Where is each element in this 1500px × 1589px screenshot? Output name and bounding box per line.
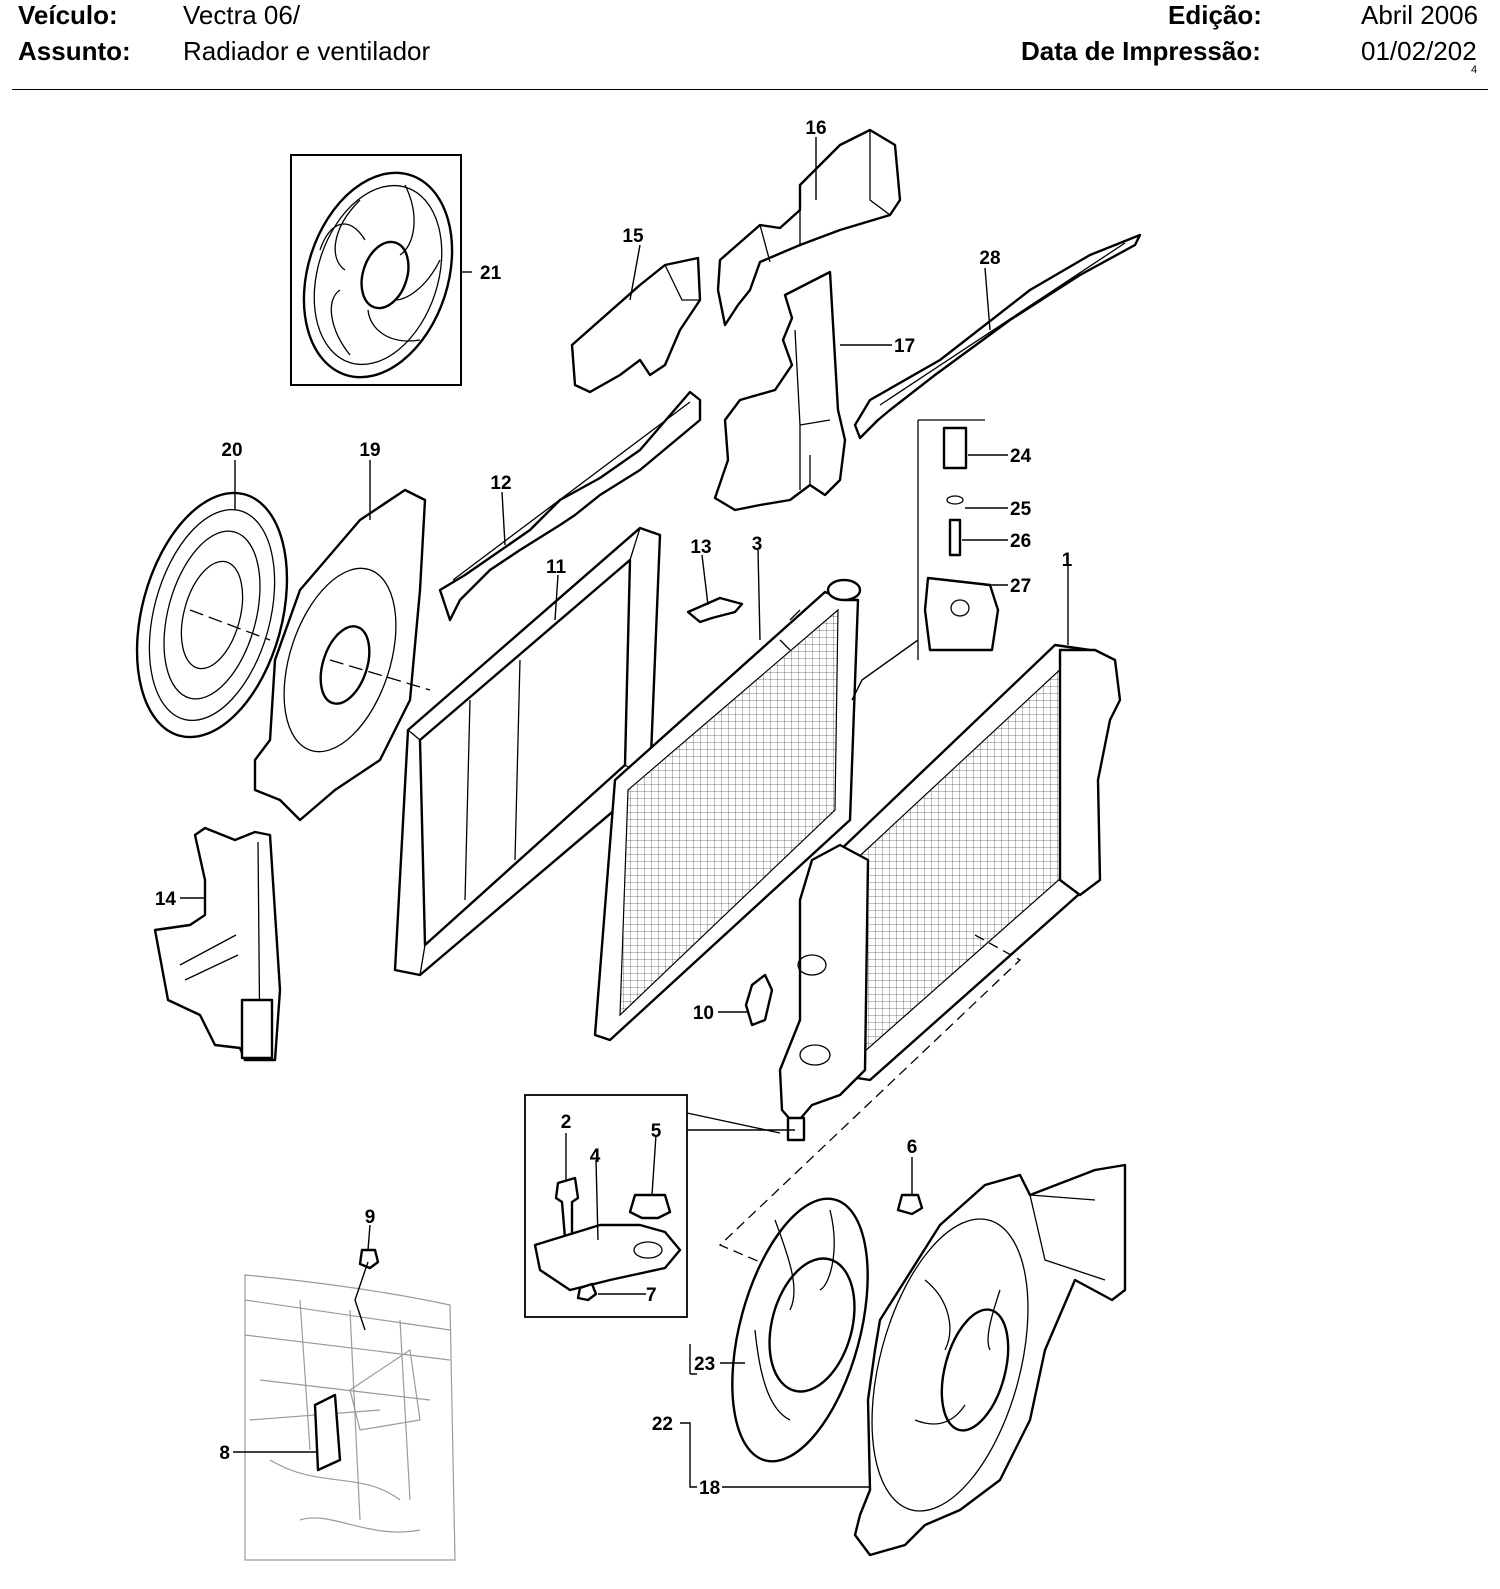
part-20-fan-guard: [135, 491, 289, 739]
callout-17: 17: [894, 336, 915, 357]
callout-3: 3: [752, 534, 763, 555]
callout-24: 24: [1010, 446, 1032, 467]
part-11-radiator-frame: [393, 526, 662, 977]
callout-12: 12: [490, 473, 511, 494]
callout-21: 21: [480, 263, 502, 284]
callout-28: 28: [979, 248, 1000, 269]
callout-18: 18: [699, 1478, 720, 1499]
subject-value: Radiador e ventilador: [183, 36, 431, 66]
callout-7: 7: [646, 1285, 657, 1306]
print-date-value: 01/02/202: [1361, 36, 1477, 66]
part-28-seal-strip: [853, 233, 1142, 440]
callout-13: 13: [690, 537, 711, 558]
callout-9: 9: [365, 1207, 376, 1228]
part-24-27-receiver-dryer: [851, 419, 1000, 701]
part-6-nut: [896, 1193, 924, 1216]
fastener-inset: [524, 1094, 795, 1318]
callout-2: 2: [561, 1112, 572, 1133]
part-12-bracket-strip: [438, 390, 702, 622]
callout-23: 23: [694, 1354, 715, 1375]
callout-16: 16: [805, 118, 826, 139]
callout-10: 10: [693, 1003, 714, 1024]
part-3-condenser: [593, 578, 862, 1042]
edition-label: Edição:: [1168, 0, 1262, 30]
callout-26: 26: [1010, 531, 1031, 552]
callout-20: 20: [221, 440, 242, 461]
callout-27: 27: [1010, 576, 1031, 597]
header-divider: [12, 89, 1488, 90]
print-date-label: Data de Impressão:: [1021, 36, 1261, 66]
callout-14: 14: [155, 889, 177, 910]
callout-1: 1: [1062, 550, 1073, 571]
part-17-center-deflector: [713, 270, 847, 512]
callout-6: 6: [907, 1137, 918, 1158]
print-date-overflow: 4: [1471, 64, 1478, 76]
subject-label: Assunto:: [18, 36, 131, 66]
callout-25: 25: [1010, 499, 1032, 520]
part-21-fan-inset: [290, 154, 462, 386]
callout-4: 4: [590, 1146, 601, 1167]
part-14-side-deflector: [153, 826, 282, 1062]
part-13-clip: [686, 596, 744, 624]
edition-value: Abril 2006: [1361, 0, 1479, 30]
exploded-parts-diagram: 1 2 3 4 5 6 7 8 9 10 11 12 13 14 15 16 1…: [135, 118, 1142, 1561]
part-19-fan-shroud: [253, 488, 427, 822]
part-16-upper-deflector: [716, 128, 902, 327]
callout-5: 5: [651, 1121, 662, 1142]
callout-leaders: [180, 137, 1069, 1488]
callout-15: 15: [622, 226, 644, 247]
callout-22: 22: [652, 1414, 673, 1435]
part-1-radiator: [718, 643, 1122, 1263]
part-18-23-fan-assembly: [731, 1163, 1127, 1557]
callout-8: 8: [219, 1443, 230, 1464]
part-10-grommet: [744, 973, 774, 1027]
vehicle-label: Veículo:: [18, 0, 118, 30]
part-9-bolt: [358, 1248, 380, 1270]
part-8-location-inset: [244, 1261, 456, 1561]
vehicle-value: Vectra 06/: [183, 0, 301, 30]
callout-11: 11: [546, 557, 567, 578]
callout-19: 19: [359, 440, 380, 461]
part-15-left-deflector: [570, 256, 702, 394]
